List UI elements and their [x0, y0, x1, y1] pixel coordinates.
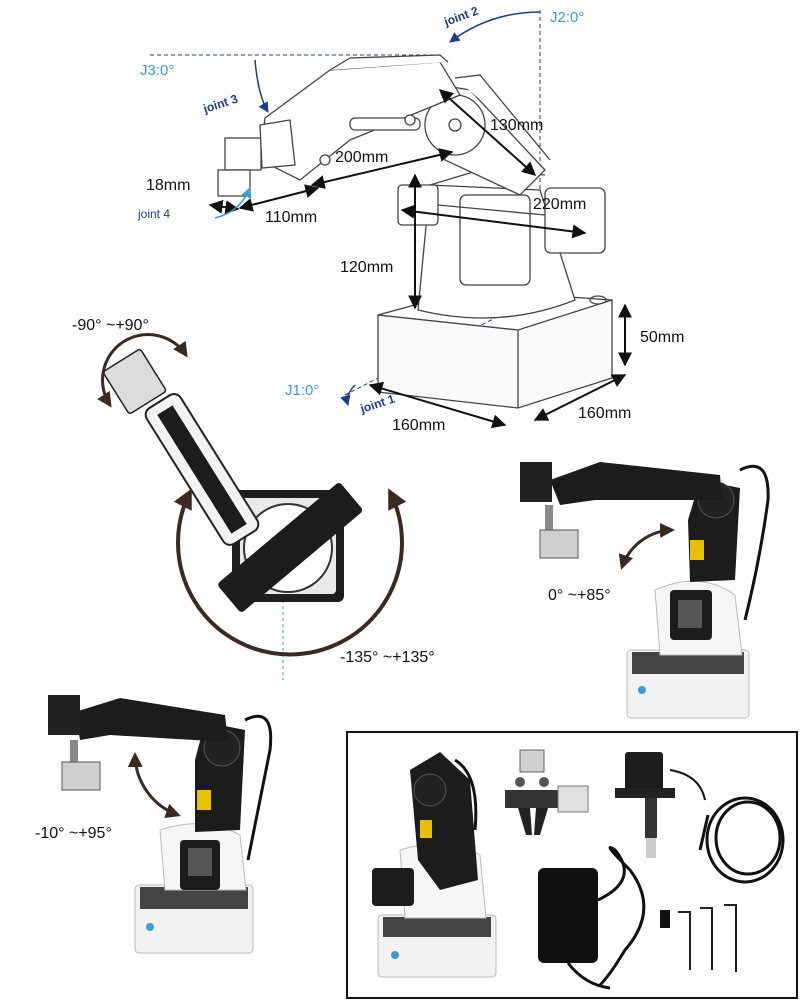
- base-rotation-arrow: [173, 488, 407, 657]
- wrist-rotation-arrow: [97, 333, 188, 408]
- dim-arrow-110: [238, 184, 320, 212]
- robot-logo-left: [146, 923, 154, 931]
- robot-forearm-right: [550, 462, 722, 505]
- range-label-wrist: -90° ~+90°: [72, 317, 149, 334]
- elbow-rotation-arrow: [127, 752, 181, 818]
- package-contents-box: [346, 731, 798, 999]
- top-dimension-drawing: 130mm 200mm 18mm 110mm 220mm 120mm 50mm …: [137, 3, 684, 434]
- dim-label-50: 50mm: [640, 329, 684, 346]
- dim-label-120: 120mm: [340, 259, 393, 276]
- zero-angle-label-j1: J1:0°: [285, 382, 319, 399]
- joint1-indicator-arrow: [340, 384, 356, 407]
- top-view-motor-block: [218, 483, 363, 612]
- dim-arrow-200: [310, 148, 454, 189]
- zero-angle-label-j3: J3:0°: [140, 62, 174, 79]
- zero-angle-label-j2: J2:0°: [550, 9, 584, 26]
- dim-arrow-160b: [533, 374, 627, 421]
- dim-label-18: 18mm: [146, 177, 190, 194]
- dim-arrow-220: [400, 204, 587, 239]
- dim-arrow-160a: [368, 381, 507, 429]
- shoulder-range-robot: 0° ~+85°: [520, 462, 770, 719]
- robot-forearm-left: [75, 698, 228, 742]
- dim-label-220: 220mm: [533, 196, 586, 213]
- dim-label-130: 130mm: [490, 117, 543, 134]
- end-effector-outline: [217, 119, 296, 197]
- dim-arrow-130: [438, 89, 537, 176]
- package-gripper: [505, 749, 589, 835]
- elbow-range-robot: -10° ~+95°: [35, 695, 273, 954]
- dim-arrow-18: [208, 199, 240, 215]
- range-label-shoulder: 0° ~+85°: [548, 587, 611, 604]
- range-label-elbow: -10° ~+95°: [35, 825, 112, 842]
- range-label-base: -135° ~+135°: [340, 649, 435, 666]
- robot-logo-right: [638, 686, 646, 694]
- package-power-adapter: [538, 846, 646, 990]
- joint4-indicator-arrow: [214, 187, 252, 219]
- package-allen-keys: [660, 904, 737, 972]
- top-view-base-rotation: -90° ~+90° -135° ~+135°: [72, 317, 435, 680]
- package-cable-coil: [698, 796, 785, 884]
- joint2-indicator-arrow: [449, 11, 541, 43]
- joint-label-3: joint 3: [201, 92, 240, 117]
- dim-label-200: 200mm: [335, 149, 388, 166]
- joint-label-4: joint 4: [137, 207, 170, 221]
- joint-label-1: joint 1: [358, 392, 397, 417]
- package-servo-tool: [615, 752, 706, 858]
- dim-label-110: 110mm: [265, 209, 317, 226]
- joint3-indicator-arrow: [254, 59, 269, 113]
- joint-label-2: joint 2: [441, 3, 480, 29]
- package-robot: [372, 752, 497, 978]
- dim-label-160b: 160mm: [578, 405, 631, 422]
- shoulder-rotation-arrow: [618, 522, 675, 570]
- dim-label-160a: 160mm: [392, 417, 445, 434]
